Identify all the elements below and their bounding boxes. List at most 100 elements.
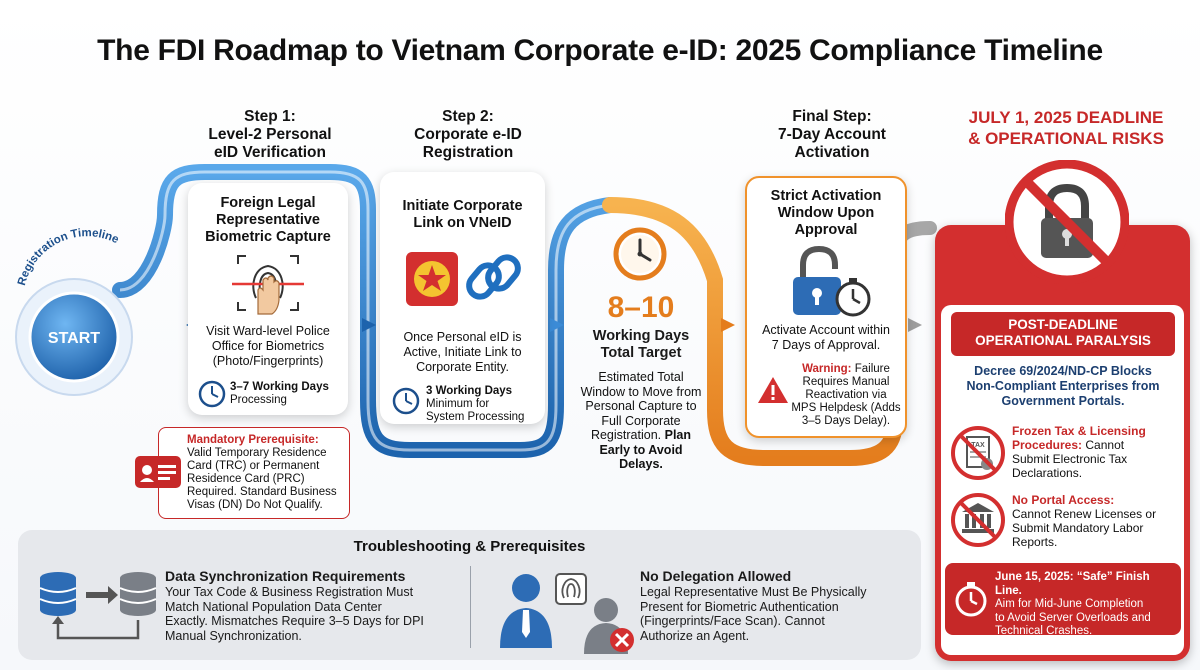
target-desc-text: Registration. [590,428,662,442]
start-circle [28,291,120,383]
delegation-line: Present for Biometric Authentication [640,599,839,614]
sync-line: Your Tax Code & Business Registration Mu… [165,585,414,599]
prerequisite-box: Mandatory Prerequisite: Valid Temporary … [158,427,350,519]
sync-body: Your Tax Code & Business Registration Mu… [165,585,465,643]
chain-link-icon [466,254,521,300]
risk-title-line: Procedures: [1012,438,1083,452]
risk-no-portal: No Portal Access: Cannot Renew Licenses … [1012,493,1177,549]
final-card-title-line: Approval [794,222,858,238]
deadline-heading-line: JULY 1, 2025 DEADLINE [968,108,1164,127]
no-delegation-icon [500,573,634,654]
step2-heading-line: Registration [422,144,514,161]
step1-heading-line: eID Verification [214,144,326,161]
final-card-body: Activate Account within 7 Days of Approv… [747,323,905,353]
prerequisite-line: Required. Standard Business [187,486,337,498]
target-desc-emphasis: Delays. [619,457,663,471]
step2-duration-line: 3 Working Days [426,385,513,397]
denied-icon [610,628,634,652]
june-line: Aim for Mid-June Completion [995,598,1144,610]
step1-card-title-line: Biometric Capture [205,229,331,245]
ribbon-arrow-icon [550,318,564,332]
delegation-line: Legal Representative Must Be Physically [640,585,867,599]
sync-line: Manual Synchronization. [165,628,302,643]
ribbon-arrow-icon [721,318,735,332]
fingerprint-scan-icon [232,255,304,315]
step2-body-line: Corporate Entity. [416,360,509,374]
ribbon-orange [602,197,903,466]
banner-line: POST-DEADLINE [1008,317,1118,332]
unlocked-padlock-timer-icon [793,245,871,317]
page-title: The FDI Roadmap to Vietnam Corporate e-I… [97,34,1103,67]
target-desc-emphasis: Plan [664,428,692,442]
database-icon [39,572,77,616]
warning-line: MPS Helpdesk (Adds [791,402,901,414]
target-label-line: Working Days [592,328,690,344]
registration-timeline-label: Registration Timeline [16,227,121,287]
step1-card-title-line: Representative [216,212,320,228]
sync-requirements: Data Synchronization Requirements Your T… [165,568,465,643]
banner-line: OPERATIONAL PARALYSIS [975,333,1151,348]
target-desc-line: Window to Move from [580,384,702,399]
warning-line: 3–5 Days Delay). [801,415,891,427]
final-body-line: Activate Account within [762,323,890,337]
fingerprint-icon [555,573,587,605]
clock-icon [198,380,226,408]
tax-icon-label: TAX [971,442,985,449]
representative-icon [500,574,552,648]
final-heading: Final Step: 7-Day Account Activation [752,108,912,162]
step1-body-line: (Photo/Fingerprints) [212,354,324,368]
final-body-line: 7 Days of Approval. [771,338,881,352]
no-access-lock-icon [1005,160,1129,284]
no-portal-icon [951,493,1005,547]
warning-icon [758,377,788,403]
step1-card-title: Foreign Legal Representative Biometric C… [188,195,348,246]
step1-duration-text: 3–7 Working Days Processing [230,381,345,407]
target-desc-line: Estimated Total [598,370,684,384]
step2-heading: Step 2: Corporate e-ID Registration [388,108,548,162]
risk-body-line: Submit Electronic Tax [1012,452,1128,466]
step1-duration-line: 3–7 Working Days [230,381,329,393]
risk-body-line: Reports. [1012,535,1058,549]
step1-body-line: Office for Biometrics [211,339,325,353]
june-line: Technical Crashes. [995,625,1093,637]
warning-line: Reactivation via [805,389,887,401]
final-warning: Warning: Failure Requires Manual Reactiv… [747,363,905,443]
june-text: June 15, 2025: “Safe” Finish Line. Aim f… [995,571,1177,639]
risk-body-line: Submit Mandatory Labor [1012,521,1144,535]
sync-title: Data Synchronization Requirements [165,568,406,584]
panel-divider [470,566,471,648]
arrow-right-icon [86,586,118,604]
step2-heading-line: Corporate e-ID [414,126,522,143]
decree-text: Decree 69/2024/ND-CP Blocks Non-Complian… [947,364,1179,409]
database-icon [119,572,157,616]
decree-line: Non-Compliant Enterprises from [966,379,1160,393]
step1-duration: 3–7 Working Days Processing [188,379,348,411]
risk-body-line: Declarations. [1012,466,1083,480]
step2-duration-line: System Processing [426,411,525,423]
step2-card-title-line: Initiate Corporate [402,198,523,214]
target-desc-line: Registration. Plan [575,428,707,443]
step2-heading-line: Step 2: [442,108,494,125]
step2-duration-text: 3 Working Days Minimum for System Proces… [426,385,541,424]
final-heading-line: 7-Day Account [778,126,886,143]
june-safe-finish-box: June 15, 2025: “Safe” Finish Line. Aim f… [945,563,1181,637]
prerequisite-line: Visas (DN) Do Not Qualify. [187,499,323,511]
decree-line: Decree 69/2024/ND-CP Blocks [974,364,1152,378]
deadline-heading-line: & OPERATIONAL RISKS [968,129,1164,148]
step2-body-line: Once Personal eID is [403,330,522,344]
troubleshooting-panel: Troubleshooting & Prerequisites Da [18,530,921,660]
step1-heading: Step 1: Level-2 Personal eID Verificatio… [190,108,350,162]
risk-frozen-tax: Frozen Tax & Licensing Procedures: Canno… [1012,424,1177,480]
step2-duration-line: Minimum for [426,398,490,410]
clock-icon [392,387,420,415]
vneid-link-icons [406,252,521,306]
final-card-title: Strict Activation Window Upon Approval [747,188,905,239]
start-button-label: START [48,330,100,347]
step2-card-title-line: Link on VNeID [413,215,512,231]
warning-label: Warning: [802,363,852,375]
target-days-number: 8–10 [607,291,675,324]
target-label-line: Total Target [600,345,682,361]
warning-line: Failure [854,363,890,375]
